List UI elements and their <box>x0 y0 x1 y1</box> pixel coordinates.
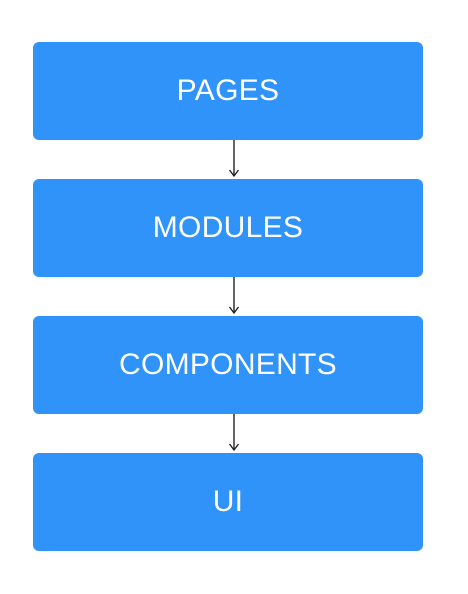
layer-label-modules: MODULES <box>152 211 304 244</box>
layer-label-pages: PAGES <box>176 74 280 107</box>
layer-label-ui: UI <box>212 485 244 518</box>
down-arrow-icon <box>228 277 240 315</box>
layer-box-pages: PAGES <box>33 42 423 140</box>
layer-box-modules: MODULES <box>33 179 423 277</box>
down-arrow-icon <box>228 414 240 452</box>
down-arrow-icon <box>228 140 240 178</box>
layer-box-ui: UI <box>33 453 423 551</box>
layer-box-components: COMPONENTS <box>33 316 423 414</box>
layer-label-components: COMPONENTS <box>118 348 337 381</box>
